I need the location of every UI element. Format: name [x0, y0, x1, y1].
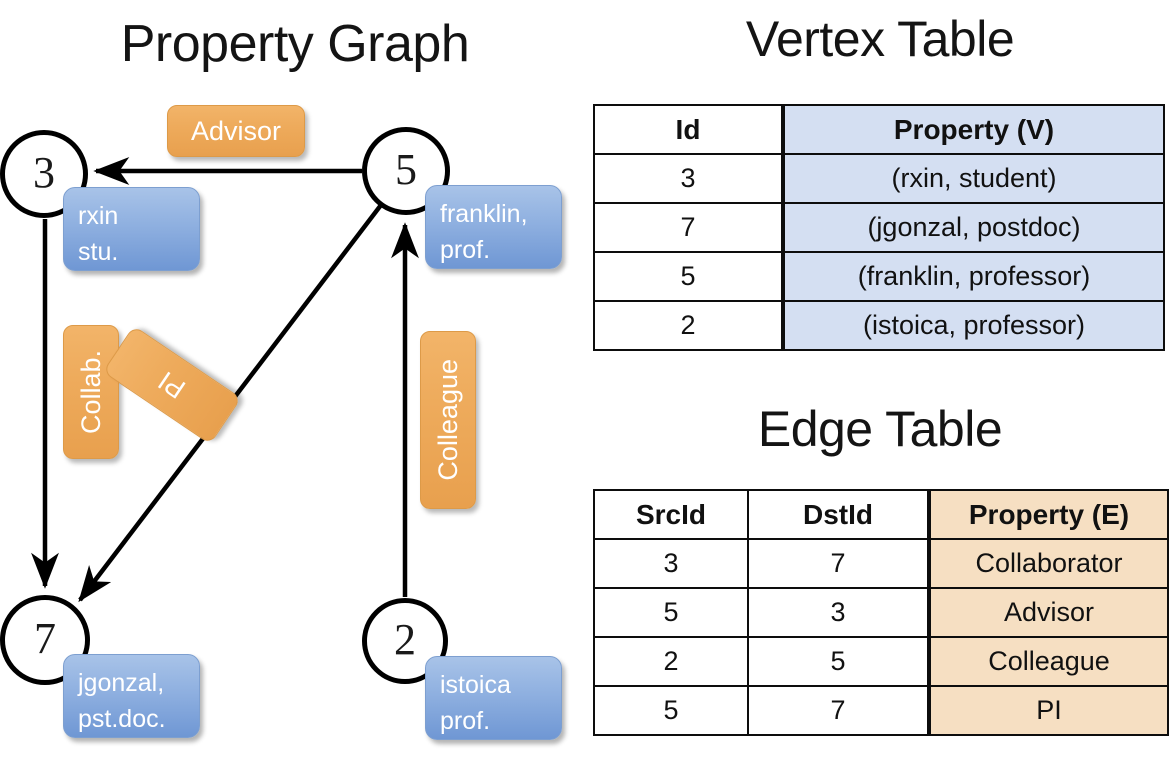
- vertex-table-header-id: Id: [593, 104, 784, 155]
- edge-cell-property: PI: [927, 685, 1169, 736]
- node-property-2-line1: istoica: [440, 671, 511, 699]
- vertex-cell-property: (franklin, professor): [781, 251, 1165, 302]
- edge-table-header-srcid: SrcId: [593, 489, 749, 540]
- edge-cell-srcid: 5: [593, 685, 749, 736]
- table-row: 5 3 Advisor: [593, 587, 1169, 638]
- edge-table-header-property: Property (E): [927, 489, 1169, 540]
- edge-cell-property: Collaborator: [927, 538, 1169, 589]
- vertex-cell-property: (jgonzal, postdoc): [781, 202, 1165, 253]
- graph-node-3[interactable]: 3: [0, 130, 88, 218]
- table-row: 5 (franklin, professor): [593, 251, 1165, 302]
- edge-label-advisor: Advisor: [167, 105, 305, 157]
- node-property-box-3: rxin stu.: [63, 187, 200, 271]
- vertex-cell-property: (istoica, professor): [781, 300, 1165, 351]
- node-property-7-line2: pst.doc.: [78, 704, 166, 733]
- edge-cell-dstid: 5: [747, 636, 930, 687]
- edge-table-header-dstid: DstId: [747, 489, 930, 540]
- node-property-box-2: istoica prof.: [425, 656, 562, 740]
- vertex-cell-id: 2: [593, 300, 784, 351]
- edge-cell-dstid: 3: [747, 587, 930, 638]
- edge-label-colleague-text: Colleague: [432, 359, 463, 481]
- node-property-box-7: jgonzal, pst.doc.: [63, 654, 200, 738]
- table-row: 3 7 Collaborator: [593, 538, 1169, 589]
- graph-node-7[interactable]: 7: [0, 595, 90, 685]
- vertex-cell-id: 7: [593, 202, 784, 253]
- edge-cell-property: Advisor: [927, 587, 1169, 638]
- graph-node-2[interactable]: 2: [362, 598, 448, 684]
- node-property-3-line2: stu.: [78, 237, 119, 266]
- graph-node-2-label: 2: [394, 615, 416, 664]
- table-row: 2 (istoica, professor): [593, 300, 1165, 351]
- vertex-table-header-row: Id Property (V): [593, 104, 1165, 155]
- edge-cell-srcid: 2: [593, 636, 749, 687]
- edge-label-collab-text: Collab.: [75, 349, 106, 435]
- graph-node-3-label: 3: [33, 148, 55, 197]
- node-property-5-line1: franklin,: [440, 200, 528, 228]
- vertex-cell-property: (rxin, student): [781, 153, 1165, 204]
- edge-label-colleague: Colleague: [420, 331, 476, 509]
- vertex-table-title: Vertex Table: [745, 11, 1015, 67]
- graph-node-5[interactable]: 5: [362, 127, 450, 215]
- edge-cell-srcid: 5: [593, 587, 749, 638]
- graph-node-7-label: 7: [34, 614, 56, 663]
- node-property-2-line2: prof.: [440, 706, 491, 735]
- edge-label-collab: Collab.: [63, 325, 119, 459]
- edge-cell-property: Colleague: [927, 636, 1169, 687]
- node-property-7-line1: jgonzal,: [78, 669, 165, 697]
- edge-table-title: Edge Table: [757, 401, 1003, 457]
- edge-cell-srcid: 3: [593, 538, 749, 589]
- edge-cell-dstid: 7: [747, 538, 930, 589]
- vertex-cell-id: 3: [593, 153, 784, 204]
- node-property-5-line2: prof.: [440, 235, 491, 264]
- node-property-3-line1: rxin: [78, 202, 119, 230]
- edge-label-advisor-text: Advisor: [190, 115, 282, 146]
- edge-table-header-row: SrcId DstId Property (E): [593, 489, 1169, 540]
- vertex-table-header-property: Property (V): [781, 104, 1165, 155]
- table-row: 2 5 Colleague: [593, 636, 1169, 687]
- edge-table: SrcId DstId Property (E) 3 7 Collaborato…: [593, 489, 1169, 736]
- table-row: 5 7 PI: [593, 685, 1169, 736]
- edge-cell-dstid: 7: [747, 685, 930, 736]
- vertex-table: Id Property (V) 3 (rxin, student) 7 (jgo…: [593, 104, 1165, 351]
- table-row: 7 (jgonzal, postdoc): [593, 202, 1165, 253]
- node-property-box-5: franklin, prof.: [425, 185, 562, 269]
- property-graph-title: Property Graph: [120, 15, 470, 73]
- graph-node-5-label: 5: [395, 145, 417, 194]
- vertex-cell-id: 5: [593, 251, 784, 302]
- edge-label-pi-text: PI: [152, 365, 191, 405]
- table-row: 3 (rxin, student): [593, 153, 1165, 204]
